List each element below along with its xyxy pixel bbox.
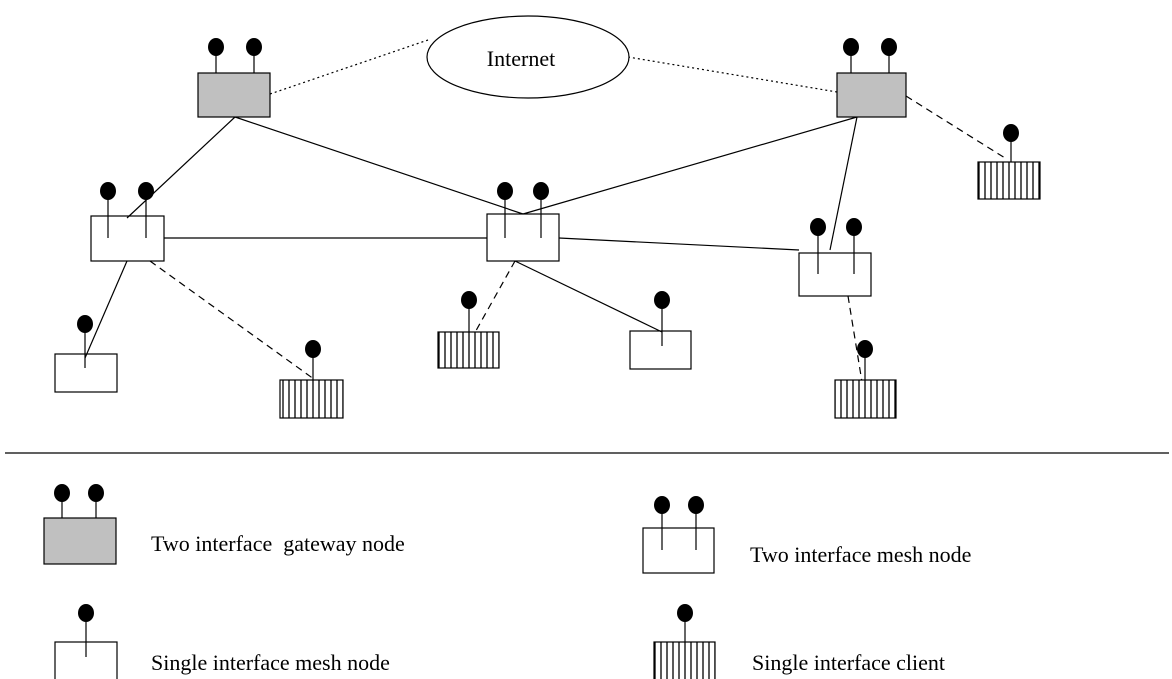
client-mesh-center xyxy=(437,291,500,369)
antenna-icon xyxy=(100,182,116,200)
client-link-mesh-center xyxy=(472,260,516,337)
client-link-mesh-left xyxy=(149,260,319,383)
antenna-icon xyxy=(843,38,859,56)
antenna-icon xyxy=(881,38,897,56)
legend-gateway-swatch xyxy=(43,484,117,565)
antenna-icon xyxy=(305,340,321,358)
antenna-icon xyxy=(654,496,670,514)
antenna-icon xyxy=(78,604,94,622)
link-mesh-left-to-single-left xyxy=(84,260,128,359)
link-mesh-center-to-single-center xyxy=(514,260,663,333)
link-mesh-center-to-mesh-right xyxy=(558,237,800,251)
legend-gateway-label: Two interface gateway node xyxy=(151,531,405,556)
mesh-node-center xyxy=(486,182,560,262)
link-gw-left-to-mesh-left xyxy=(126,116,236,219)
client-link-gw-right xyxy=(905,95,1006,159)
legend-mesh-single-swatch xyxy=(54,604,118,679)
legend-mesh-two-label: Two interface mesh node xyxy=(750,542,971,567)
antenna-icon xyxy=(857,340,873,358)
legend-client-swatch xyxy=(653,604,716,679)
legend-mesh-single-label: Single interface mesh node xyxy=(151,650,390,675)
antenna-icon xyxy=(810,218,826,236)
antenna-icon xyxy=(533,182,549,200)
antenna-icon xyxy=(461,291,477,309)
uplink-right-gateway xyxy=(627,56,838,93)
legend: Two interface gateway node Two interface… xyxy=(43,484,971,679)
internet-label: Internet xyxy=(487,46,555,71)
antenna-icon xyxy=(246,38,262,56)
client-mesh-right xyxy=(834,340,897,419)
single-mesh-node-center xyxy=(629,291,692,370)
mesh-node-right xyxy=(798,218,872,297)
gateway-node-right xyxy=(836,38,907,118)
link-gw-left-to-mesh-center xyxy=(234,116,524,215)
client-mesh-left xyxy=(279,340,344,419)
client-gw-right xyxy=(977,124,1041,200)
legend-mesh-two-swatch xyxy=(642,496,715,574)
link-gw-right-to-mesh-right xyxy=(829,116,858,251)
antenna-icon xyxy=(1003,124,1019,142)
gateway-node-left xyxy=(197,38,271,118)
antenna-icon xyxy=(497,182,513,200)
link-gw-right-to-mesh-center xyxy=(522,116,858,215)
client-link-mesh-right xyxy=(847,295,863,383)
antenna-icon xyxy=(688,496,704,514)
antenna-icon xyxy=(208,38,224,56)
antenna-icon xyxy=(654,291,670,309)
single-mesh-node-left xyxy=(54,315,118,393)
antenna-icon xyxy=(77,315,93,333)
antenna-icon xyxy=(88,484,104,502)
antenna-icon xyxy=(846,218,862,236)
internet-cloud: Internet xyxy=(426,15,630,99)
antenna-icon xyxy=(54,484,70,502)
uplink-left-gateway xyxy=(269,39,429,95)
antenna-icon xyxy=(138,182,154,200)
mesh-node-left xyxy=(90,182,165,262)
legend-client-label: Single interface client xyxy=(752,650,945,675)
antenna-icon xyxy=(677,604,693,622)
links xyxy=(84,39,1006,383)
